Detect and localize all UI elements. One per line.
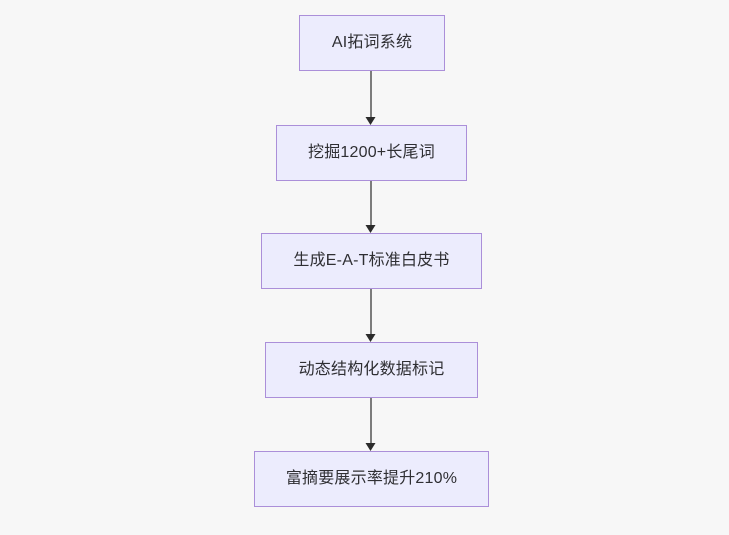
- edge-line: [370, 289, 372, 334]
- node-label: 挖掘1200+长尾词: [308, 144, 435, 161]
- node-mine-longtail-keywords[interactable]: 挖掘1200+长尾词: [276, 125, 467, 181]
- arrowhead-icon: [365, 443, 376, 451]
- node-label: 生成E-A-T标准白皮书: [293, 252, 450, 269]
- node-label: 富摘要展示率提升210%: [285, 470, 458, 487]
- arrowhead-icon: [365, 225, 376, 233]
- arrowhead-icon: [365, 117, 376, 125]
- arrowhead-icon: [365, 334, 376, 342]
- node-ai-keyword-system[interactable]: AI拓词系统: [299, 15, 445, 71]
- node-generate-eat-whitepaper[interactable]: 生成E-A-T标准白皮书: [261, 233, 482, 289]
- node-label: 动态结构化数据标记: [298, 361, 445, 378]
- edge-line: [370, 398, 372, 443]
- node-rich-snippet-uplift[interactable]: 富摘要展示率提升210%: [254, 451, 489, 507]
- edge-line: [370, 71, 372, 117]
- node-label: AI拓词系统: [331, 34, 413, 51]
- node-dynamic-structured-data[interactable]: 动态结构化数据标记: [265, 342, 478, 398]
- edge-line: [370, 181, 372, 225]
